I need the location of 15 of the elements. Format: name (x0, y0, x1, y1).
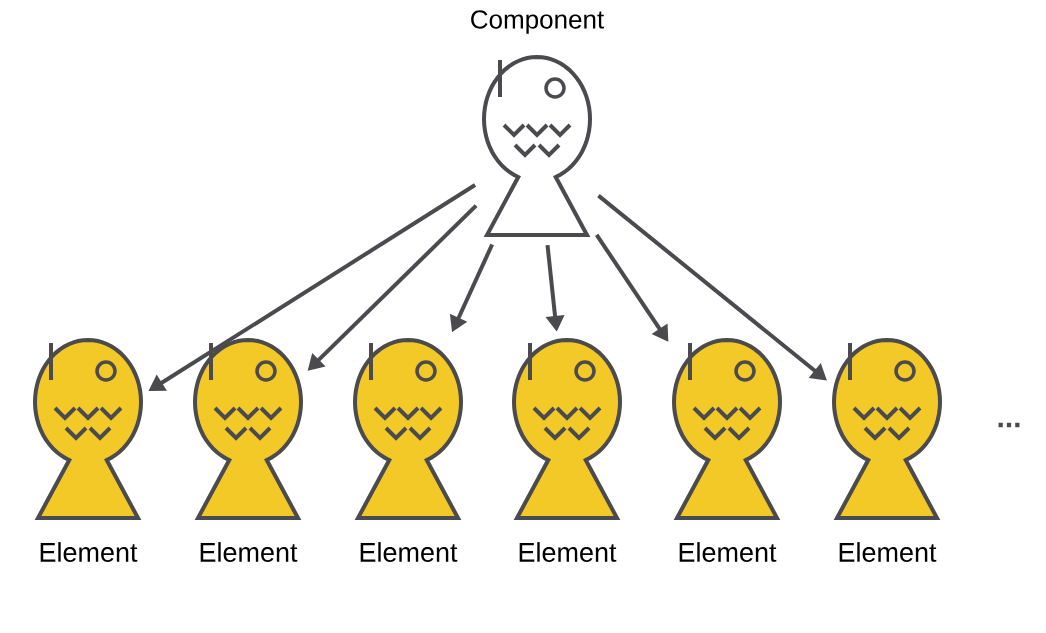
node-label: Element (200, 542, 298, 562)
fish-drawing: Element (353, 338, 463, 562)
ellipsis: ... (998, 422, 1020, 428)
node-label: Component (471, 10, 605, 34)
node-label: Element (839, 542, 937, 562)
node-label: Element (40, 542, 138, 562)
node-label: Element (519, 542, 617, 562)
fish-drawing: Element (512, 338, 622, 562)
fish-drawing: Element (33, 338, 143, 562)
node-label: Element (360, 542, 458, 562)
fish-drawing: Element (832, 338, 942, 562)
node-label: Element (679, 542, 777, 562)
fish-drawing: Element (193, 338, 303, 562)
fish-drawing: Element (672, 338, 782, 562)
fish-drawing: Component (471, 10, 604, 237)
